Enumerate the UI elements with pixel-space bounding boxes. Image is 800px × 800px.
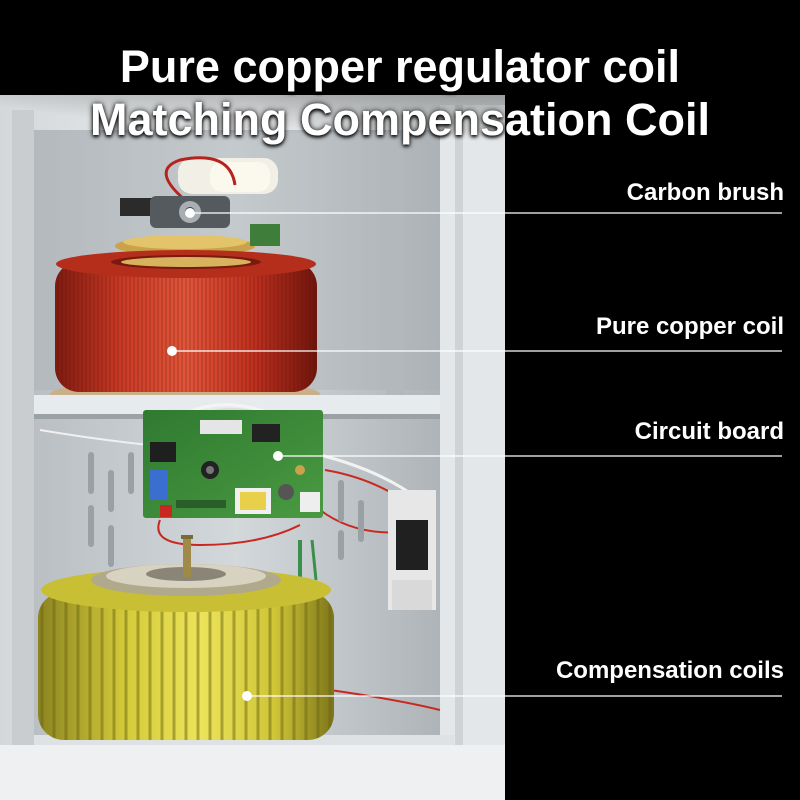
- callout-carbon-brush: Carbon brush: [626, 179, 784, 206]
- callout-leaders: [167, 208, 782, 701]
- pure-copper-coil: [50, 250, 320, 408]
- side-components: [388, 490, 436, 610]
- compensation-coil: [38, 535, 334, 740]
- callout-circuit-board: Circuit board: [634, 418, 784, 445]
- perforated-panel: [88, 452, 364, 567]
- title-line-1: Pure copper regulator coil: [119, 41, 681, 92]
- callout-pure-copper-coil: Pure copper coil: [595, 313, 784, 340]
- title-line-2: Matching Compensation Coil: [89, 94, 710, 145]
- support-rail: [386, 130, 404, 400]
- callout-compensation-coils: Compensation coils: [555, 657, 784, 684]
- circuit-board: [143, 410, 323, 518]
